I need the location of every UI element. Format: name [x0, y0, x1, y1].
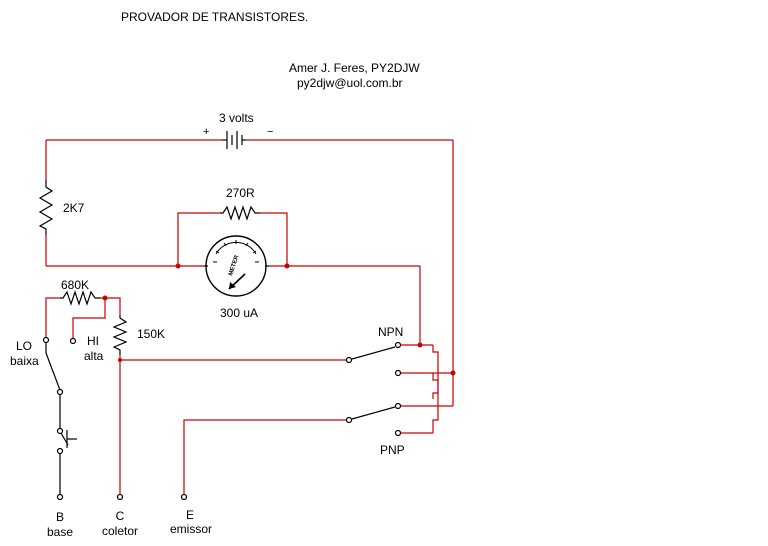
hi-label: HI: [87, 334, 99, 348]
meter-rating-label: 300 uA: [220, 306, 259, 320]
resistor-2k7-label: 2K7: [63, 201, 85, 215]
wire-270r-loop-right: [260, 212, 288, 266]
lo-sub-label: baixa: [10, 354, 39, 368]
pnp-label: PNP: [380, 443, 405, 457]
battery-minus-sign: −: [267, 126, 274, 138]
battery-symbol: [222, 131, 246, 149]
lo-hi-switch-symbol: [42, 336, 77, 396]
wire-270r-loop: [177, 212, 220, 266]
battery-plus-sign: +: [203, 126, 210, 138]
junction-dot: [450, 370, 456, 376]
page-title: PROVADOR DE TRANSISTORES.: [121, 10, 309, 24]
junction-dot: [284, 263, 290, 269]
terminal-collector: [116, 493, 124, 501]
emitter-letter: E: [185, 508, 194, 522]
wire-crossover-b: [432, 373, 439, 433]
junction-dot: [417, 342, 423, 348]
battery-voltage-label: 3 volts: [219, 111, 254, 125]
resistor-2k7-symbol: [38, 180, 54, 235]
npn-label: NPN: [378, 325, 404, 339]
terminal-emitter: [180, 493, 188, 501]
wire-hi-contact: [72, 298, 106, 338]
meter-face-label: METER: [228, 254, 240, 276]
lo-label: LO: [16, 339, 33, 353]
hi-sub-label: alta: [84, 349, 104, 363]
resistor-680k-label: 680K: [61, 278, 90, 292]
base-name: base: [46, 525, 74, 539]
base-letter: B: [55, 510, 64, 524]
push-button-symbol: [56, 395, 77, 494]
emitter-name: emissor: [169, 522, 212, 536]
collector-name: coletor: [101, 524, 139, 538]
wire-crossover-a: [432, 345, 439, 399]
author-name: Amer J. Feres, PY2DJW: [289, 61, 420, 75]
resistor-270r-symbol: [220, 205, 260, 221]
junction-dot: [175, 263, 181, 269]
wire-680k-left: [45, 297, 60, 337]
resistor-150k-symbol: [112, 315, 128, 355]
junction-dot: [118, 358, 122, 362]
terminal-base: [56, 493, 64, 501]
resistor-270r-label: 270R: [226, 186, 255, 200]
meter-symbol: [204, 235, 269, 297]
junction-dot: [102, 295, 108, 301]
author-email: py2djw@uol.com.br: [297, 76, 403, 90]
collector-letter: C: [115, 509, 125, 523]
resistor-680k-symbol: [60, 290, 100, 306]
wire-680k-right: [100, 297, 121, 315]
resistor-150k-label: 150K: [137, 327, 166, 341]
wire-emitter: [183, 419, 346, 494]
npn-pnp-switch-symbol: [345, 341, 402, 437]
